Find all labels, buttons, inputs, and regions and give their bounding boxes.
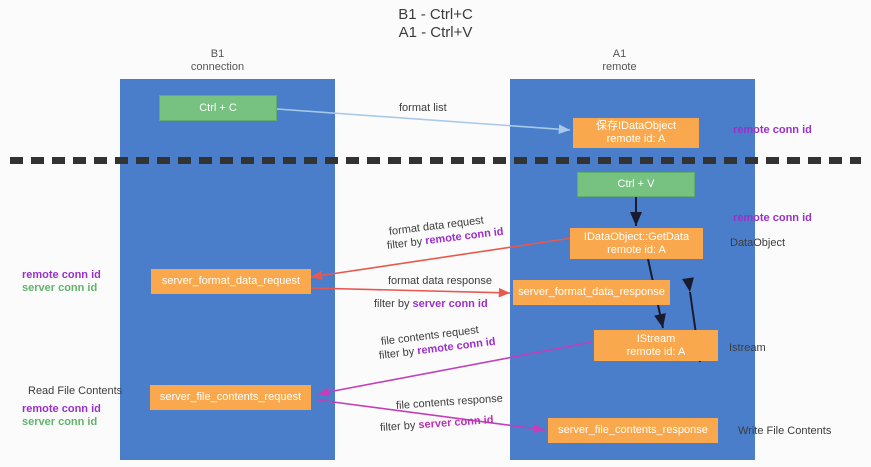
filter-prefix: filter by	[379, 419, 419, 434]
node-istream-line2: remote id: A	[626, 345, 686, 358]
node-ctrl-c-label: Ctrl + C	[199, 101, 237, 114]
filter-key-server-conn-id: server conn id	[418, 414, 494, 432]
node-idataobject-getdata[interactable]: IDataObject::GetData remote id: A	[570, 228, 703, 259]
column-header-a1-name: A1	[612, 48, 627, 60]
edge-label-format-data-response-filter: filter by server conn id	[374, 297, 488, 311]
node-server-file-contents-response[interactable]: server_file_contents_response	[548, 418, 718, 443]
annotation-istream: Istream	[729, 342, 766, 354]
annotation-left-bottom-remote-conn-id: remote conn id	[22, 403, 101, 415]
column-header-b1-sub: connection	[190, 61, 245, 73]
column-header-a1: A1 remote	[552, 48, 687, 74]
annotation-write-file-contents: Write File Contents	[738, 425, 832, 437]
node-server-file-contents-request-label: server_file_contents_request	[159, 391, 302, 403]
edge-label-format-data-response: format data response	[388, 275, 492, 287]
node-server-format-data-response-label: server_format_data_response	[518, 286, 665, 298]
node-save-idataobject-line1: 保存IDataObject	[595, 120, 677, 132]
filter-prefix: filter by	[378, 345, 418, 362]
node-istream-line1: IStream	[636, 332, 676, 345]
annotation-dataobject: DataObject	[730, 237, 786, 249]
annotation-right-top-remote-conn-id: remote conn id	[733, 124, 812, 136]
page-title-line2: A1 - Ctrl+V	[398, 24, 473, 41]
node-server-format-data-request-label: server_format_data_request	[161, 275, 301, 287]
column-header-b1: B1 connection	[150, 48, 285, 74]
annotation-left-bottom-server-conn-id: server conn id	[22, 416, 98, 428]
page-title-line1: B1 - Ctrl+C	[398, 6, 473, 23]
page-title: B1 - Ctrl+C A1 - Ctrl+V	[0, 6, 871, 42]
node-idataobject-getdata-line1: IDataObject::GetData	[583, 230, 690, 243]
node-istream[interactable]: IStream remote id: A	[594, 330, 718, 361]
node-idataobject-getdata-line2: remote id: A	[607, 243, 666, 256]
node-server-file-contents-response-label: server_file_contents_response	[558, 424, 708, 436]
annotation-right-mid-remote-conn-id: remote conn id	[733, 212, 812, 224]
edge-label-file-contents-response-filter: filter by server conn id	[380, 413, 494, 435]
column-header-b1-name: B1	[210, 48, 225, 60]
column-header-a1-sub: remote	[602, 61, 637, 73]
node-ctrl-v-label: Ctrl + V	[617, 178, 655, 190]
phase-divider	[10, 157, 861, 164]
node-save-idataobject-line2: remote id: A	[606, 133, 666, 145]
node-server-file-contents-request[interactable]: server_file_contents_request	[150, 385, 311, 410]
annotation-left-mid-remote-conn-id: remote conn id	[22, 269, 101, 281]
filter-prefix: filter by	[386, 235, 426, 252]
annotation-left-mid-server-conn-id: server conn id	[22, 282, 98, 294]
annotation-read-file-contents: Read File Contents	[28, 385, 123, 397]
node-save-idataobject[interactable]: 保存IDataObject remote id: A	[573, 118, 699, 148]
edge-label-file-contents-response: file contents response	[395, 392, 504, 412]
node-ctrl-v[interactable]: Ctrl + V	[577, 172, 695, 197]
node-server-format-data-response[interactable]: server_format_data_response	[513, 280, 670, 305]
edge-label-format-list: format list	[399, 102, 447, 114]
node-ctrl-c[interactable]: Ctrl + C	[159, 95, 277, 121]
filter-key-server-conn-id: server conn id	[412, 298, 488, 310]
node-server-format-data-request[interactable]: server_format_data_request	[151, 269, 311, 294]
filter-prefix: filter by	[374, 298, 413, 310]
